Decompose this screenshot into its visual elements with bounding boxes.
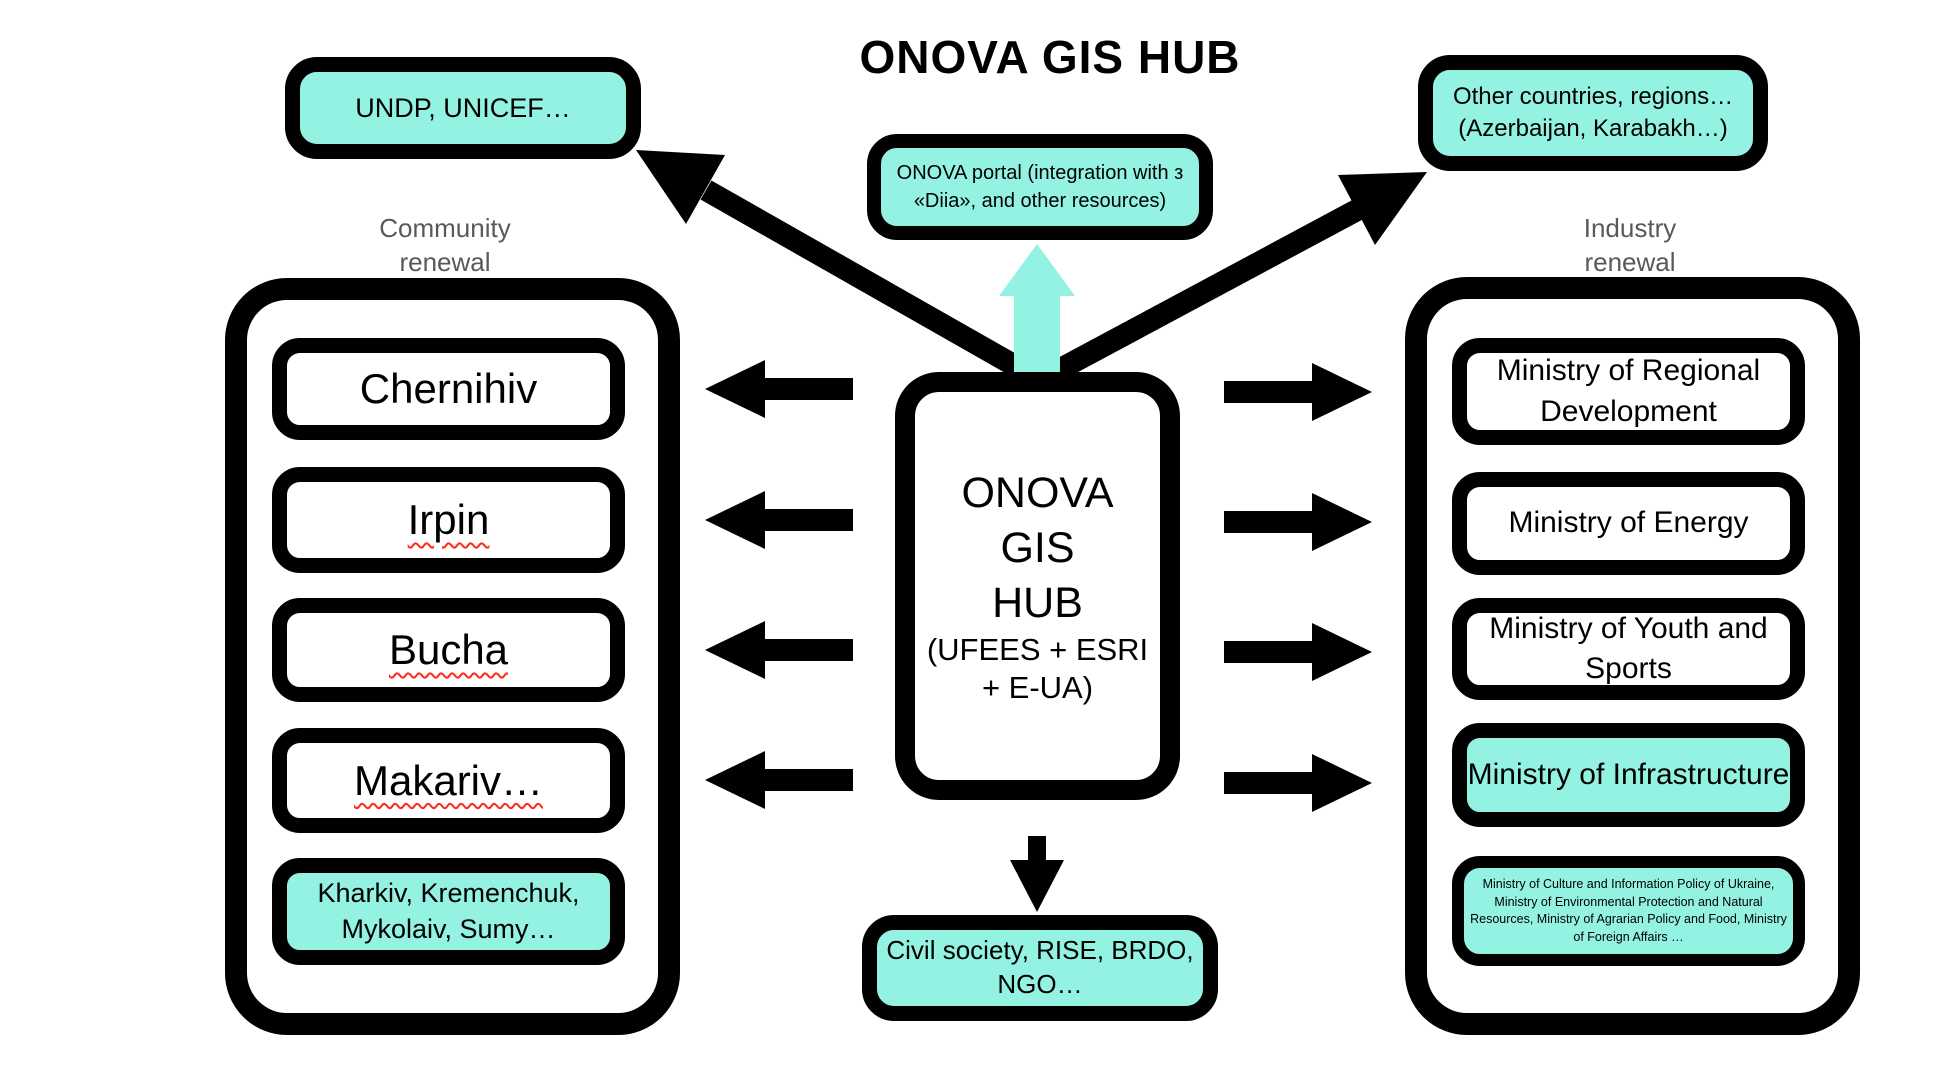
- hub-subline: (UFEES + ESRI: [926, 632, 1149, 668]
- portal-box-line1: ONOVA portal (integration with з: [896, 162, 1184, 184]
- civil-society-box: Civil society, RISE, BRDO, NGO…: [862, 915, 1218, 1021]
- arrow-diagonal-right-head-icon: [1338, 172, 1427, 245]
- community-item-chernihiv: Chernihiv: [272, 338, 625, 440]
- arrow-left-icon-4: [705, 751, 853, 809]
- industry-item-other-ministries: Ministry of Culture and Information Poli…: [1452, 856, 1805, 966]
- industry-group-label-line2: renewal: [1584, 246, 1676, 277]
- regions-box: Other countries, regions… (Azerbaijan, K…: [1418, 55, 1768, 171]
- portal-box-line2: «Diia», and other resources): [913, 190, 1167, 212]
- civil-society-line1: Civil society, RISE, BRDO,: [886, 935, 1194, 966]
- industry-item-youth-sports: Ministry of Youth and Sports: [1452, 598, 1805, 700]
- hub-box: ONOVA GIS HUB (UFEES + ESRI + E-UA): [895, 372, 1180, 800]
- industry-item-infrastructure: Ministry of Infrastructure: [1452, 723, 1805, 827]
- industry-item-label: Ministry of Culture and Information Poli…: [1470, 877, 1787, 944]
- arrow-right-icon-4: [1224, 754, 1372, 812]
- industry-item-label: Ministry of Energy: [1508, 506, 1749, 540]
- community-item-irpin: Irpin: [272, 467, 625, 573]
- partners-box: UNDP, UNICEF…: [285, 57, 641, 159]
- community-item-label: Chernihiv: [359, 365, 538, 412]
- arrow-left-icon-1: [705, 360, 853, 418]
- industry-item-energy: Ministry of Energy: [1452, 472, 1805, 575]
- industry-group-label-line1: Industry: [1583, 213, 1677, 243]
- industry-item-label: Ministry of Infrastructure: [1467, 757, 1790, 791]
- arrow-down-civil-icon: [1010, 836, 1064, 912]
- community-item-label: Bucha: [388, 626, 509, 673]
- hub-subline: + E-UA): [981, 669, 1094, 705]
- community-group-label-line1: Community: [379, 213, 511, 243]
- regions-box-line2: (Azerbaijan, Karabakh…): [1458, 115, 1728, 142]
- industry-item-label: Ministry of Youth and Sports: [1489, 611, 1768, 686]
- civil-society-line2: NGO…: [997, 969, 1083, 999]
- community-item-label: Kharkiv, Kremenchuk, Mykolaiv, Sumy…: [317, 878, 580, 944]
- portal-box: ONOVA portal (integration with з «Diia»,…: [867, 134, 1213, 240]
- arrow-right-icon-1: [1224, 363, 1372, 421]
- arrow-right-icon-3: [1224, 623, 1372, 681]
- hub-line: ONOVA: [961, 469, 1114, 518]
- arrow-up-portal-icon: [999, 244, 1075, 372]
- regions-box-line1: Other countries, regions…: [1452, 82, 1734, 110]
- industry-item-regional-development: Ministry of Regional Development: [1452, 338, 1805, 445]
- arrow-right-icon-2: [1224, 493, 1372, 551]
- community-group-label: Community renewal: [320, 212, 570, 280]
- arrow-left-icon-3: [705, 621, 853, 679]
- community-item-makariv: Makariv…: [272, 728, 625, 833]
- community-item-bucha: Bucha: [272, 598, 625, 702]
- community-item-label: Makariv…: [353, 756, 544, 804]
- hub-line: HUB: [992, 579, 1083, 628]
- page-title: ONOVA GIS HUB: [859, 31, 1241, 83]
- arrow-diagonal-left-head-icon: [636, 150, 725, 224]
- community-group-label-line2: renewal: [399, 246, 491, 277]
- arrow-left-icon-2: [705, 491, 853, 549]
- community-item-kharkiv-group: Kharkiv, Kremenchuk, Mykolaiv, Sumy…: [272, 858, 625, 965]
- community-item-label: Irpin: [407, 496, 490, 543]
- hub-line: GIS: [1000, 524, 1075, 573]
- partners-box-label: UNDP, UNICEF…: [355, 92, 571, 123]
- industry-item-label: Ministry of Regional Development: [1496, 354, 1761, 428]
- industry-group-label: Industry renewal: [1505, 212, 1755, 280]
